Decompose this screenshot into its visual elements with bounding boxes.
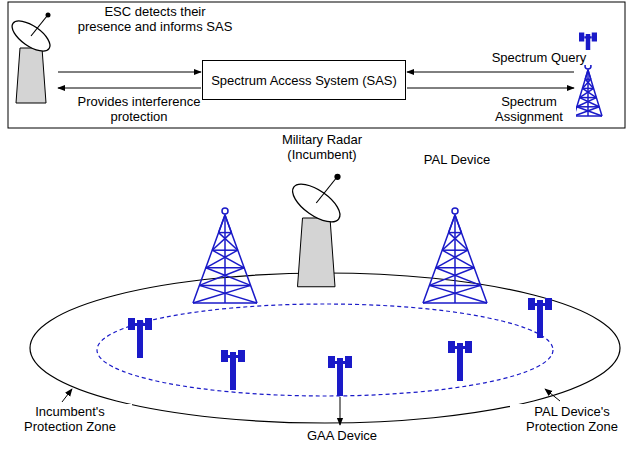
leader-line — [340, 397, 341, 425]
process-box: Spectrum Access System (SAS) — [202, 60, 406, 100]
frame — [8, 2, 625, 128]
gaa-device — [128, 318, 152, 358]
label: GAA Device — [280, 428, 404, 443]
label: PAL Device's Protection Zone — [510, 404, 634, 434]
dish-pedestal — [298, 218, 336, 287]
label: Spectrum Query — [482, 50, 596, 65]
label: ESC detects their presence and informs S… — [58, 4, 252, 34]
gaa-device — [528, 298, 552, 338]
label: Military Radar (Incumbent) — [250, 132, 394, 162]
leader-line — [62, 389, 72, 402]
dish-feed-tip — [334, 174, 340, 180]
dish-bowl — [7, 15, 55, 57]
cell-tower — [423, 208, 487, 303]
label: Incumbent's Protection Zone — [8, 404, 132, 434]
cell-tower — [574, 63, 602, 116]
arrow — [58, 88, 201, 89]
gaa-device — [448, 341, 472, 381]
dish-pedestal — [16, 48, 46, 103]
arrow — [407, 72, 574, 73]
pal-zone — [97, 304, 553, 396]
arrow — [58, 72, 201, 73]
dish-feed — [316, 178, 336, 203]
gaa-device — [221, 350, 245, 390]
arrow — [407, 88, 574, 89]
label: PAL Device — [405, 152, 509, 167]
label: Spectrum Assignment — [482, 94, 576, 124]
incumbent-zone — [30, 273, 620, 423]
box-text: Spectrum Access System (SAS) — [211, 73, 397, 88]
dish-bowl — [287, 177, 346, 229]
label: Provides interference protection — [62, 94, 216, 124]
leader-line — [545, 389, 560, 401]
gaa-device — [328, 356, 352, 396]
dish-feed — [31, 16, 47, 36]
cell-tower — [193, 208, 257, 303]
dish-feed-tip — [46, 13, 51, 18]
